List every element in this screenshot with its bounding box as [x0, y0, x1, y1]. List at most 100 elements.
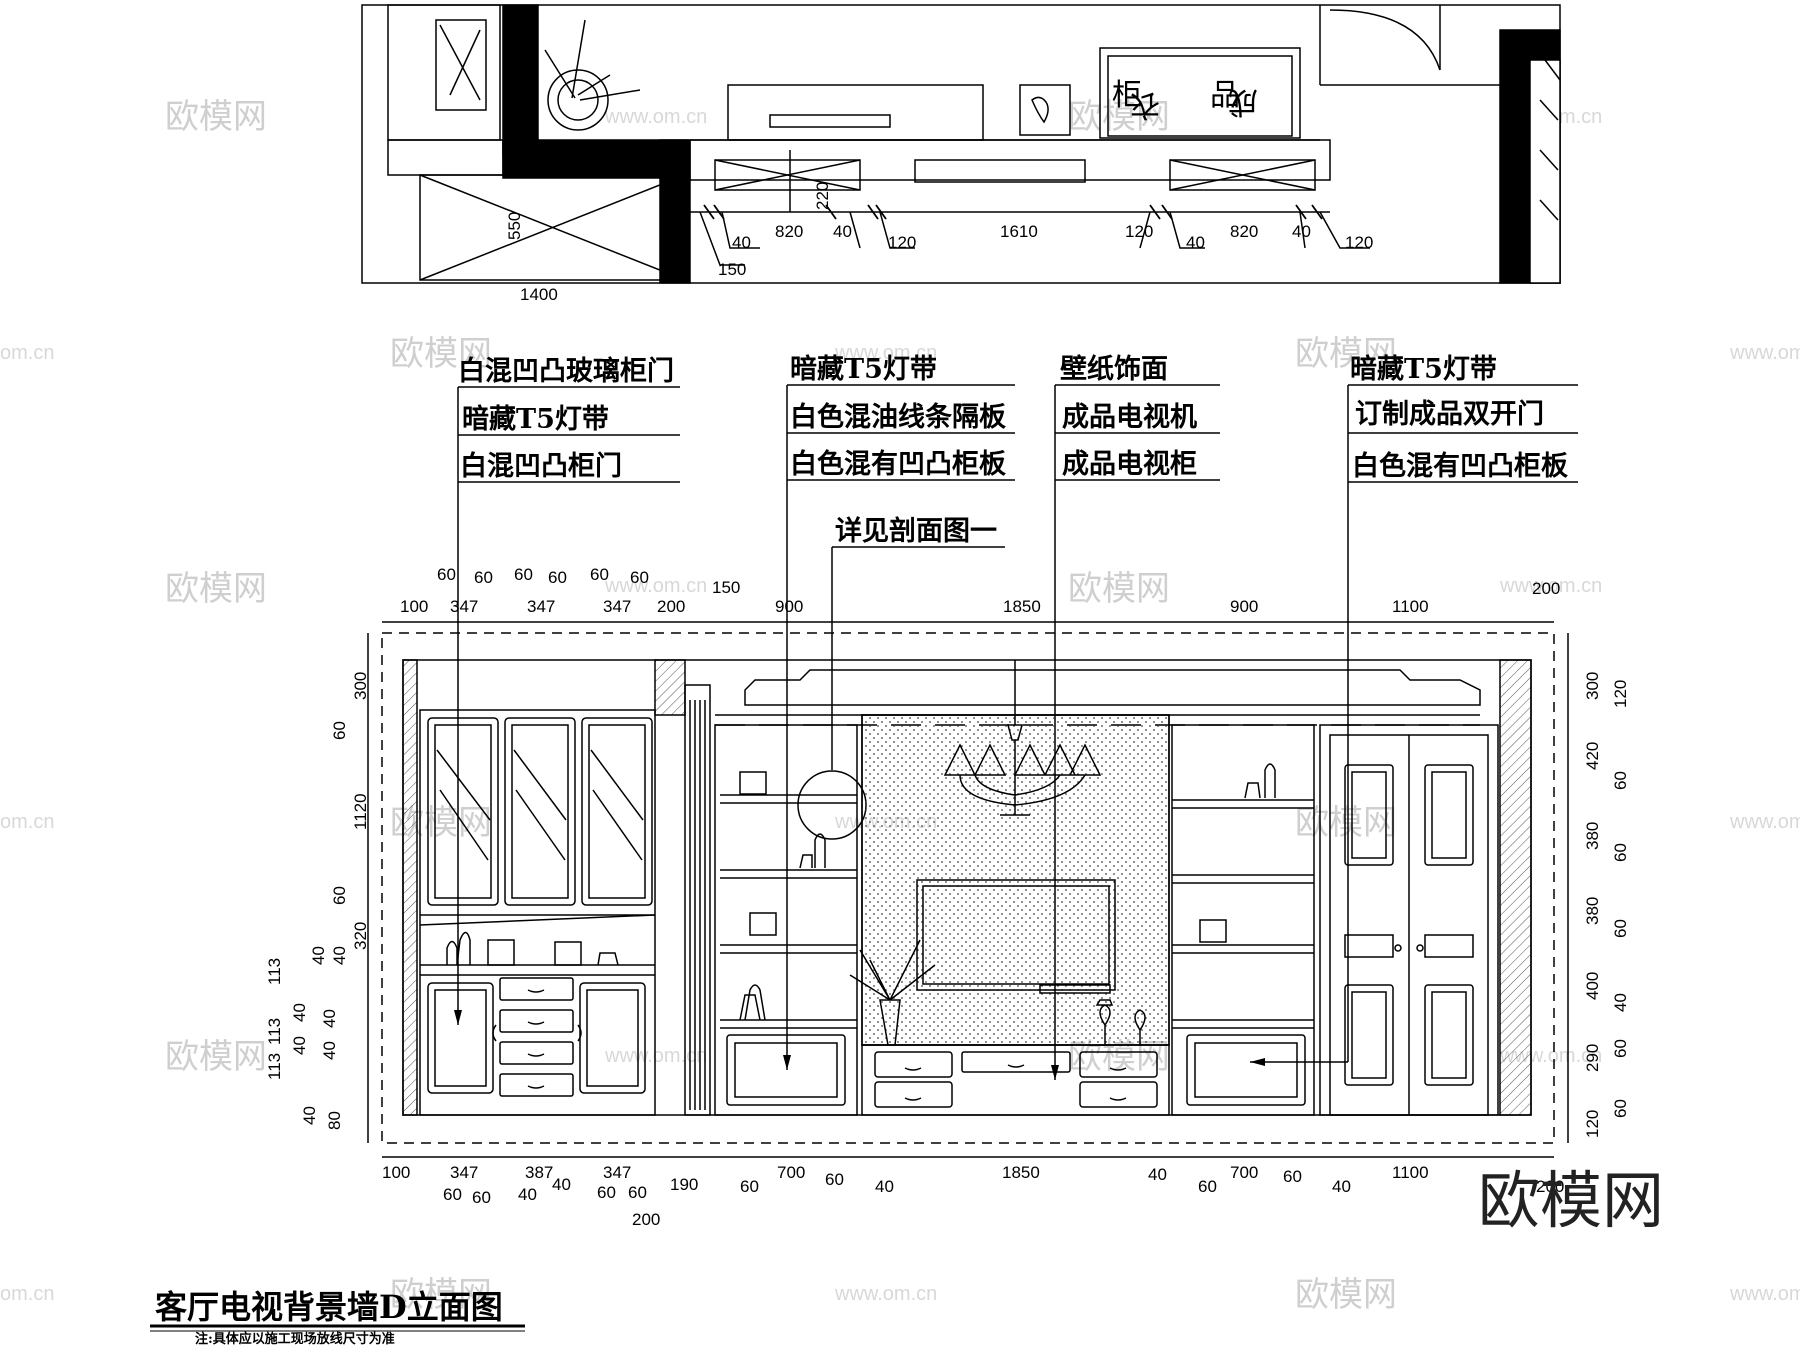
svg-text:60: 60 — [1611, 771, 1630, 790]
svg-text:900: 900 — [1230, 597, 1258, 616]
svg-text:40: 40 — [300, 1106, 319, 1125]
svg-text:100: 100 — [382, 1163, 410, 1182]
svg-text:40: 40 — [290, 1036, 309, 1055]
svg-text:60: 60 — [590, 565, 609, 584]
label-cabinet-panel: 白色混有凹凸柜板 — [1352, 450, 1568, 482]
svg-text:120: 120 — [1125, 222, 1153, 241]
plan-view: 550 1400 成 品 衣 柜 — [361, 4, 1561, 304]
svg-text:820: 820 — [1230, 222, 1258, 241]
drawing-title: 客厅电视背景墙D立面图 — [155, 1288, 503, 1326]
svg-text:300: 300 — [351, 672, 370, 700]
label-shelf: 白色混油线条隔板 — [790, 401, 1006, 433]
label-section-ref: 详见剖面图一 — [835, 515, 997, 547]
label-t5-lightstrip: 暗藏T5灯带 — [790, 354, 937, 385]
svg-text:40: 40 — [732, 233, 751, 252]
svg-text:60: 60 — [597, 1183, 616, 1202]
watermark-url: www.om.cn — [834, 1283, 937, 1305]
svg-text:387: 387 — [525, 1163, 553, 1182]
drawing-note: 注:具体应以施工现场放线尺寸为准 — [195, 1331, 395, 1347]
label-double-door: 订制成品双开门 — [1355, 399, 1544, 430]
svg-text:347: 347 — [527, 597, 555, 616]
svg-text:113: 113 — [265, 1018, 284, 1045]
svg-text:380: 380 — [1583, 822, 1602, 850]
watermark-url: www.om.cn — [1729, 811, 1800, 833]
svg-text:200: 200 — [657, 597, 685, 616]
svg-text:900: 900 — [775, 597, 803, 616]
svg-text:60: 60 — [1611, 1099, 1630, 1118]
svg-text:40: 40 — [309, 946, 328, 965]
svg-text:40: 40 — [290, 1003, 309, 1022]
svg-text:40: 40 — [1332, 1177, 1351, 1196]
svg-text:120: 120 — [1611, 680, 1630, 708]
svg-text:200: 200 — [632, 1210, 660, 1229]
watermark-brand: 欧模网 — [1295, 334, 1397, 374]
watermark-brand: 欧模网 — [390, 1275, 492, 1315]
svg-text:150: 150 — [718, 260, 746, 279]
svg-text:60: 60 — [330, 721, 349, 740]
svg-text:347: 347 — [603, 597, 631, 616]
svg-text:1850: 1850 — [1003, 597, 1041, 616]
wardrobe-label: 成 品 衣 柜 — [1112, 78, 1258, 122]
watermark-url: www.om.cn — [604, 575, 707, 597]
svg-text:60: 60 — [474, 568, 493, 587]
svg-text:40: 40 — [1611, 993, 1630, 1012]
svg-text:1100: 1100 — [1392, 1163, 1429, 1182]
svg-text:衣: 衣 — [1130, 87, 1160, 122]
watermark-big: 欧模网 — [1478, 1164, 1664, 1237]
svg-text:820: 820 — [775, 222, 803, 241]
svg-text:200: 200 — [1536, 1177, 1564, 1196]
svg-text:60: 60 — [825, 1170, 844, 1189]
svg-text:120: 120 — [888, 233, 916, 252]
label-tv-cabinet: 成品电视柜 — [1062, 449, 1197, 480]
watermark-brand: 欧模网 — [390, 334, 492, 374]
svg-text:60: 60 — [1611, 919, 1630, 938]
annotation-labels: 白混凹凸玻璃柜门 暗藏T5灯带 白混凹凸柜门 暗藏T5灯带 白色混油线条隔板 白… — [454, 353, 1578, 1080]
svg-text:190: 190 — [670, 1175, 698, 1194]
svg-text:40: 40 — [552, 1175, 571, 1194]
svg-text:柜: 柜 — [1112, 78, 1142, 113]
svg-text:113: 113 — [265, 1053, 284, 1080]
svg-text:120: 120 — [1345, 233, 1373, 252]
plan-dim-220: 220 — [813, 182, 832, 210]
watermark-url: www.om.cn — [834, 342, 937, 364]
svg-text:40: 40 — [833, 222, 852, 241]
svg-text:1120: 1120 — [351, 793, 370, 830]
svg-text:60: 60 — [740, 1177, 759, 1196]
watermark-url: om.cn — [0, 1283, 54, 1305]
svg-text:300: 300 — [1583, 672, 1602, 700]
svg-text:60: 60 — [1283, 1167, 1302, 1186]
svg-text:60: 60 — [330, 886, 349, 905]
watermark-url: om.cn — [0, 342, 54, 364]
svg-text:40: 40 — [1292, 222, 1311, 241]
watermark-url: www.om.cn — [604, 106, 707, 128]
plan-dim-550: 550 — [505, 212, 524, 240]
svg-text:60: 60 — [1611, 1039, 1630, 1058]
watermark-brand: 欧模网 — [1295, 1275, 1397, 1315]
svg-text:60: 60 — [472, 1188, 491, 1207]
svg-text:700: 700 — [1230, 1163, 1258, 1182]
label-wallpaper: 壁纸饰面 — [1060, 353, 1168, 385]
label-tv: 成品电视机 — [1062, 402, 1197, 433]
svg-text:60: 60 — [514, 565, 533, 584]
svg-text:60: 60 — [1611, 843, 1630, 862]
svg-text:290: 290 — [1583, 1044, 1602, 1072]
label-cabinet-panel: 白色混有凹凸柜板 — [790, 448, 1006, 480]
svg-text:320: 320 — [351, 922, 370, 950]
svg-text:60: 60 — [1198, 1177, 1217, 1196]
label-t5-lightstrip: 暗藏T5灯带 — [462, 404, 609, 435]
watermark-brand: 欧模网 — [165, 97, 267, 137]
svg-text:120: 120 — [1583, 1110, 1602, 1138]
watermark-url: www.om.cn — [1499, 575, 1602, 597]
svg-text:347: 347 — [450, 1163, 478, 1182]
svg-text:40: 40 — [1148, 1165, 1167, 1184]
svg-text:40: 40 — [330, 946, 349, 965]
svg-text:347: 347 — [603, 1163, 631, 1182]
watermark-url: om.cn — [0, 811, 54, 833]
svg-text:420: 420 — [1583, 742, 1602, 770]
watermark-layer: 欧模网 www.om.cn 欧模网 www.om.cn om.cn 欧模网 ww… — [0, 97, 1800, 1315]
svg-text:1610: 1610 — [1000, 222, 1038, 241]
elevation-dims: 60 60 60 60 60 60 100 347 347 347 200 15… — [265, 565, 1630, 1229]
svg-text:40: 40 — [1186, 233, 1205, 252]
svg-text:150: 150 — [712, 578, 740, 597]
